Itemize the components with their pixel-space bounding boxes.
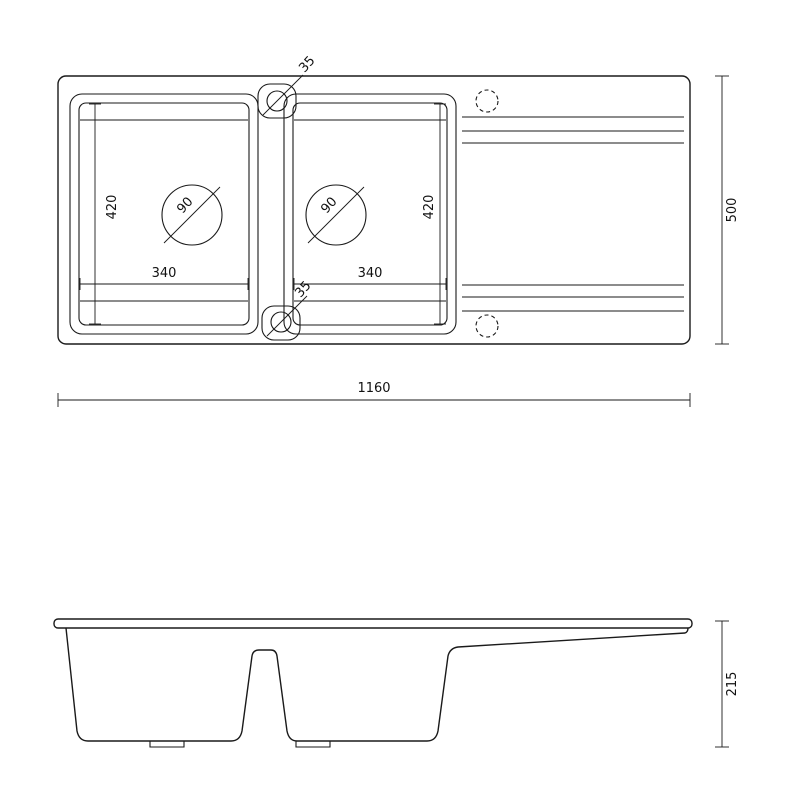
dim-bowl-depth-left: [89, 103, 101, 325]
drain-hole-right: [305, 184, 367, 246]
drain-hole-left: [161, 184, 223, 246]
dim-label-overall-height: 215: [725, 672, 740, 697]
dimensions: 1160 500 420 420 340: [57, 53, 740, 748]
foot-right: [295, 741, 331, 748]
sink-outline: [57, 75, 691, 345]
dim-label-bowl-width-right: 340: [358, 266, 383, 281]
dim-label-bowl-depth-left: 420: [105, 195, 120, 220]
mounting-hole-top: [266, 90, 288, 112]
dim-overall-width: [57, 393, 691, 407]
drainer-grooves: [462, 116, 684, 312]
drain-left-diagonal: [163, 186, 221, 244]
right-bowl-outer: [283, 93, 457, 335]
tap-hole-bottom: [475, 314, 499, 338]
dim-label-hole-bottom: 35: [292, 278, 314, 300]
dim-label-overall-width: 1160: [357, 381, 390, 396]
dim-label-hole-top: 35: [296, 53, 318, 75]
left-bowl-inner: [78, 102, 250, 326]
drain-right-diagonal: [307, 186, 365, 244]
side-view: [53, 618, 693, 748]
mounting-hole-top-leader: [262, 74, 304, 116]
tap-hole-top: [475, 89, 499, 113]
foot-left: [149, 741, 185, 748]
dim-overall-height: [715, 620, 729, 748]
left-bowl-outer: [69, 93, 259, 335]
dim-bowl-width-left: [79, 278, 249, 290]
body-profile: [65, 627, 689, 742]
bottom-hole-recess: [261, 305, 301, 341]
top-hole-recess: [257, 83, 297, 119]
dim-bowl-width-right: [293, 278, 447, 290]
rim-profile: [53, 618, 693, 629]
bowl-contour-lines: [80, 119, 446, 302]
top-view: [57, 74, 691, 345]
dim-label-bowl-depth-right: 420: [422, 195, 437, 220]
mounting-hole-bottom-leader: [266, 295, 308, 337]
right-bowl-inner: [292, 102, 448, 326]
dim-label-bowl-width-left: 340: [152, 266, 177, 281]
dim-bowl-depth-right: [434, 103, 446, 325]
dim-overall-depth: [715, 75, 729, 345]
mounting-hole-bottom: [270, 311, 292, 333]
dim-label-overall-depth: 500: [725, 198, 740, 223]
